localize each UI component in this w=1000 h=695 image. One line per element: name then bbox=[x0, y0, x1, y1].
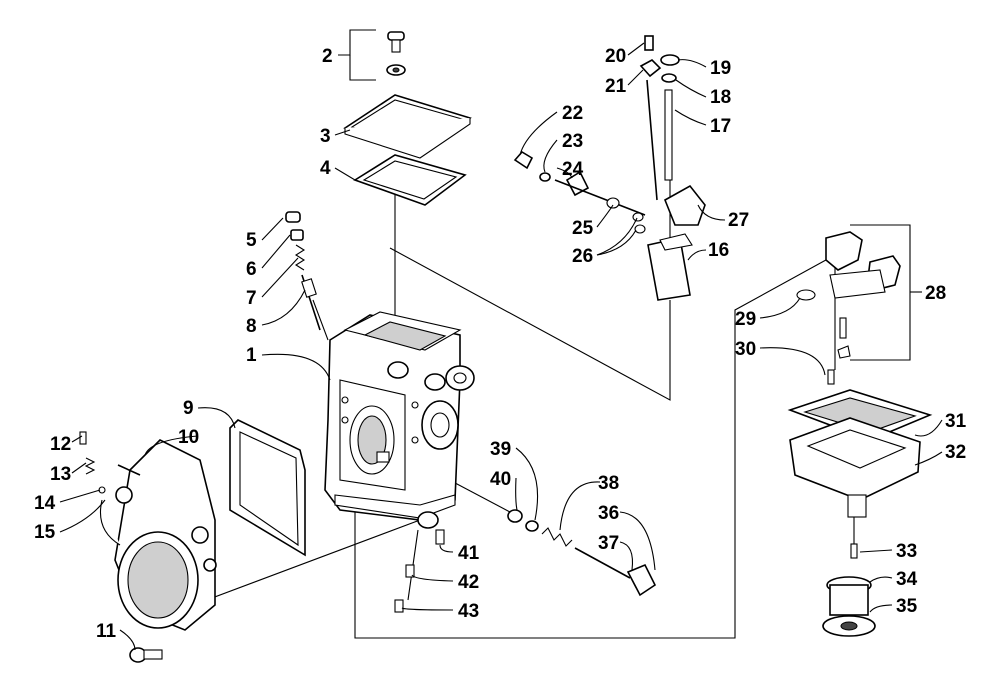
part-screw-11 bbox=[129, 647, 163, 663]
part-intake-housing-10 bbox=[114, 439, 217, 631]
callout-leaders bbox=[59, 29, 943, 651]
callout-labels: 2 3 4 5 6 7 8 1 9 10 12 13 14 15 11 16 1… bbox=[34, 46, 967, 642]
callout-35: 35 bbox=[896, 596, 918, 617]
callout-34: 34 bbox=[896, 569, 918, 590]
part-air-screw-36-43 bbox=[394, 509, 657, 613]
callout-33: 33 bbox=[896, 541, 917, 562]
callout-16: 16 bbox=[708, 240, 729, 261]
callout-8: 8 bbox=[246, 316, 257, 337]
callout-6: 6 bbox=[246, 259, 257, 280]
callout-30: 30 bbox=[735, 339, 756, 360]
part-throttle-linkage-16-27 bbox=[513, 35, 706, 301]
part-float-assembly-28-30 bbox=[796, 231, 901, 385]
callout-29: 29 bbox=[735, 309, 756, 330]
part-carburetor-body-1 bbox=[324, 311, 475, 529]
part-needle-assembly-5-8 bbox=[285, 211, 321, 331]
callout-20: 20 bbox=[605, 46, 626, 67]
callout-26: 26 bbox=[572, 246, 593, 267]
callout-14: 14 bbox=[34, 493, 56, 514]
callout-39: 39 bbox=[490, 439, 511, 460]
callout-10: 10 bbox=[178, 427, 199, 448]
callout-25: 25 bbox=[572, 218, 594, 239]
callout-41: 41 bbox=[458, 543, 480, 564]
callout-11: 11 bbox=[96, 621, 117, 642]
callout-19: 19 bbox=[710, 58, 731, 79]
callout-17: 17 bbox=[710, 116, 731, 137]
callout-22: 22 bbox=[562, 103, 583, 124]
callout-7: 7 bbox=[246, 288, 257, 309]
callout-43: 43 bbox=[458, 601, 479, 622]
part-float-bowl-31-32 bbox=[787, 389, 933, 518]
callout-12: 12 bbox=[50, 434, 71, 455]
callout-27: 27 bbox=[728, 210, 749, 231]
callout-21: 21 bbox=[605, 76, 627, 97]
assembly-guide-lines bbox=[179, 115, 855, 639]
part-top-cover-3 bbox=[343, 94, 472, 159]
callout-18: 18 bbox=[710, 87, 731, 108]
callout-23: 23 bbox=[562, 131, 583, 152]
part-drain-plug-33-35 bbox=[822, 543, 876, 637]
callout-5: 5 bbox=[246, 230, 257, 251]
callout-31: 31 bbox=[945, 411, 967, 432]
callout-13: 13 bbox=[50, 464, 71, 485]
callout-24: 24 bbox=[562, 159, 584, 180]
part-gasket-9 bbox=[229, 419, 306, 557]
part-screw-washer-2 bbox=[386, 31, 406, 76]
callout-3: 3 bbox=[320, 126, 331, 147]
callout-15: 15 bbox=[34, 522, 56, 543]
callout-32: 32 bbox=[945, 442, 966, 463]
callout-37: 37 bbox=[598, 533, 619, 554]
callout-42: 42 bbox=[458, 572, 479, 593]
callout-1: 1 bbox=[246, 345, 257, 366]
callout-28: 28 bbox=[925, 283, 946, 304]
callout-36: 36 bbox=[598, 503, 619, 524]
callout-40: 40 bbox=[490, 469, 511, 490]
part-gasket-4 bbox=[353, 154, 467, 206]
part-jets-12-15 bbox=[79, 431, 121, 546]
callout-2: 2 bbox=[322, 46, 333, 67]
callout-4: 4 bbox=[320, 158, 331, 179]
callout-38: 38 bbox=[598, 473, 619, 494]
callout-9: 9 bbox=[183, 398, 194, 419]
